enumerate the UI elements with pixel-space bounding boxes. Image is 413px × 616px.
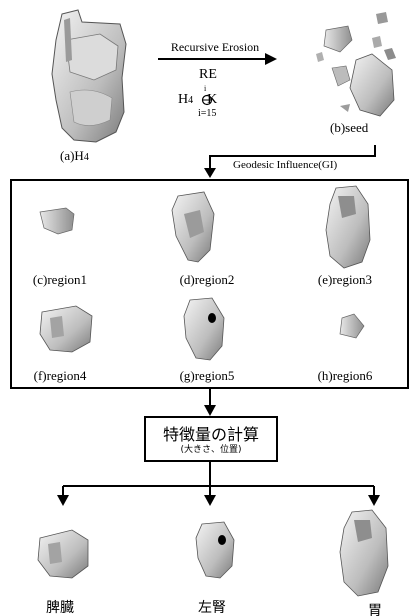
feature-box-subtitle: (大きさ、位置)	[145, 442, 277, 455]
left-kidney-image	[196, 522, 234, 578]
region6-image	[340, 314, 364, 338]
distribution-arrows	[57, 461, 380, 506]
region-label-4: (f)region4	[20, 368, 100, 384]
formula-index: i=15	[198, 108, 216, 119]
output-label-left-kidney: 左腎	[182, 597, 242, 616]
label-a-sub: 4	[84, 152, 89, 163]
stomach-image	[340, 510, 388, 596]
region3-image	[326, 186, 370, 268]
formula-k: K	[207, 92, 217, 107]
region-label-3: (e)region3	[300, 272, 390, 288]
output-label-spleen: 脾臓	[30, 597, 90, 616]
formula-i-sup: i	[204, 84, 206, 93]
seed-image	[316, 12, 396, 116]
label-b: (b)seed	[330, 120, 368, 136]
label-a-text: (a)H	[60, 148, 84, 163]
formula: H4 K	[178, 92, 217, 108]
gi-label: Geodesic Influence(GI)	[233, 159, 337, 171]
formula-h: H	[178, 92, 188, 107]
label-a: (a)H4	[60, 148, 89, 164]
re-label: RE	[190, 67, 226, 83]
output-label-stomach: 胃	[350, 600, 400, 616]
region-label-6: (h)region6	[300, 368, 390, 384]
region5-image	[184, 298, 224, 360]
region-label-5: (g)region5	[162, 368, 252, 384]
recursive-erosion-label: Recursive Erosion	[160, 40, 270, 55]
to-feature-arrow	[204, 388, 216, 416]
region4-image	[40, 306, 92, 352]
organ-h4-image	[52, 10, 126, 142]
region1-image	[40, 208, 74, 234]
formula-h-sub: 4	[188, 95, 193, 106]
spleen-image	[38, 530, 88, 578]
region2-image	[172, 192, 214, 262]
region-label-2: (d)region2	[162, 272, 252, 288]
region-label-1: (c)region1	[20, 272, 100, 288]
